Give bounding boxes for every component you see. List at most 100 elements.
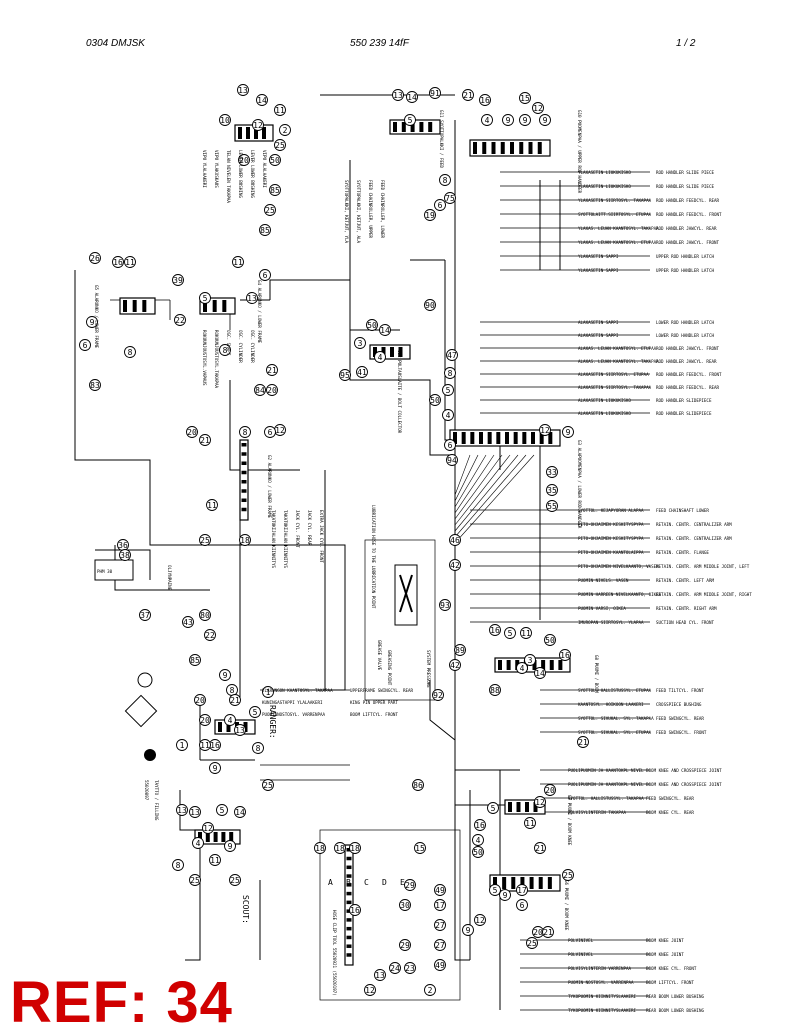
callout-number: 21 xyxy=(267,366,277,375)
label-text: ROD HANDLER FEEDCYL. REAR xyxy=(656,198,720,203)
callout-number: 16 xyxy=(210,741,220,750)
label-text: TYKOPUOMIN KIINNITYSLAAKERI xyxy=(568,1008,637,1013)
manifold-port xyxy=(123,300,127,312)
label-text: LOWER ROD HANDLER LATCH xyxy=(656,333,714,338)
callout-number: 2 xyxy=(283,126,288,135)
callout-circle xyxy=(444,192,456,204)
callout-number: 85 xyxy=(260,226,270,235)
callout-circle xyxy=(404,962,416,974)
callout-circle xyxy=(246,292,258,304)
callout-number: 47 xyxy=(447,351,457,360)
callout-circle xyxy=(446,454,458,466)
label-text: ALAKASETIN SIIRTOSYL. TAKAPAA xyxy=(578,385,652,390)
callout-number: 19 xyxy=(425,211,435,220)
callout-circle xyxy=(474,914,486,926)
manifold-port xyxy=(401,122,406,132)
hose-line xyxy=(454,454,487,508)
callout-circle xyxy=(252,119,264,131)
callout-circle xyxy=(544,634,556,646)
label-text: SYOTTOL. SIVUKAL. SYL. TAKAPAA xyxy=(578,716,654,721)
callout-number: 14 xyxy=(257,96,267,105)
label-text: VIPU YLALAAKERI xyxy=(202,150,207,188)
callout-number: 12 xyxy=(365,986,375,995)
callout-number: 8 xyxy=(243,428,248,437)
callout-circle xyxy=(176,739,188,751)
manifold-port xyxy=(346,935,352,940)
callout-number: 90 xyxy=(425,301,435,310)
manifold-port xyxy=(558,660,563,670)
callout-number: 16 xyxy=(560,651,570,660)
callout-circle xyxy=(112,256,124,268)
callout-circle xyxy=(374,969,386,981)
callout-circle xyxy=(424,984,436,996)
callout-circle xyxy=(199,609,211,621)
manifold-port xyxy=(212,300,217,312)
callout-number: 1 xyxy=(266,688,271,697)
label-text: UPPERFRAME SWINGCYL. REAR xyxy=(350,688,414,693)
callout-circle xyxy=(269,154,281,166)
callout-circle xyxy=(224,840,236,852)
hose-line xyxy=(95,549,151,580)
callout-circle xyxy=(434,959,446,971)
callout-circle xyxy=(364,984,376,996)
callout-circle xyxy=(429,394,441,406)
callout-circle xyxy=(264,204,276,216)
manifold-port xyxy=(346,953,352,957)
label-text: PUOLIPUOMIN JA KAANTOKPL NIVEL xyxy=(568,782,644,787)
label-text: ALAKASETIN SIIRTOSYL. ETUPAA xyxy=(578,372,649,377)
callout-circle xyxy=(339,369,351,381)
part-number: 550 239 14fF xyxy=(350,38,409,49)
callout-circle xyxy=(414,842,426,854)
callout-circle xyxy=(532,102,544,114)
label-text: ROD HANDLER JAWCYL. REAR xyxy=(656,359,717,364)
callout-number: 5 xyxy=(491,804,496,813)
callout-circle xyxy=(229,874,241,886)
callout-number: 91 xyxy=(430,89,440,98)
manifold-port xyxy=(241,470,247,475)
manifold-port xyxy=(221,832,226,842)
callout-circle xyxy=(487,802,499,814)
callout-circle xyxy=(264,426,276,438)
label-text: PUOMIN HARREEN NIVELKAANTO, OIKEA xyxy=(578,592,662,597)
callout-circle xyxy=(439,599,451,611)
label-text: ALAKASETIN LIUKUKISKO xyxy=(578,398,631,403)
callout-number: 50 xyxy=(473,848,483,857)
manifold-port xyxy=(346,883,352,887)
label-text: ROD HANDLER SLIDE PIECE xyxy=(656,170,714,175)
label-text: FEED CHAINSHAFT LOWER xyxy=(656,508,709,513)
callout-circle xyxy=(182,616,194,628)
callout-number: 21 xyxy=(230,696,240,705)
callout-circle xyxy=(219,669,231,681)
manifold-port xyxy=(539,432,544,444)
pump-motor xyxy=(137,672,153,688)
callout-number: 5 xyxy=(203,294,208,303)
hose-line xyxy=(454,454,503,520)
callout-number: 15 xyxy=(520,94,530,103)
callout-circle xyxy=(434,919,446,931)
label-text: PUOMINNOSTOSYL. VARRENPAA xyxy=(262,712,326,717)
callout-number: 6 xyxy=(83,341,88,350)
manifold-port xyxy=(491,142,496,154)
label-text: PHM 30 xyxy=(97,569,113,574)
callout-circle xyxy=(449,559,461,571)
manifold-port xyxy=(510,142,514,154)
manifold-port xyxy=(241,507,247,512)
label-text: G12 PULTAUSLAITE / BOLT COLLECTOR xyxy=(397,350,402,434)
callout-circle xyxy=(89,252,101,264)
label-text: TAYTTO / FILLING xyxy=(154,780,159,821)
callout-circle xyxy=(524,817,536,829)
callout-number: 9 xyxy=(466,926,471,935)
manifold-port xyxy=(511,877,516,889)
callout-number: 49 xyxy=(435,886,445,895)
callout-number: 95 xyxy=(340,371,350,380)
callout-number: 20 xyxy=(195,696,205,705)
label-text: KUNINGASTAPPI YLALAAKERI xyxy=(262,700,323,705)
callout-number: 4 xyxy=(378,353,383,362)
callout-number: 89 xyxy=(455,646,465,655)
manifold-port xyxy=(226,722,231,732)
callout-circle xyxy=(86,316,98,328)
manifold-port xyxy=(246,127,250,139)
label-text: YLAKASETIN SAPPI xyxy=(578,254,619,259)
callout-number: 20 xyxy=(533,928,543,937)
label-text: ALAKAS. LEUAN KAANTOSYL. TAKAPAA xyxy=(578,359,659,364)
